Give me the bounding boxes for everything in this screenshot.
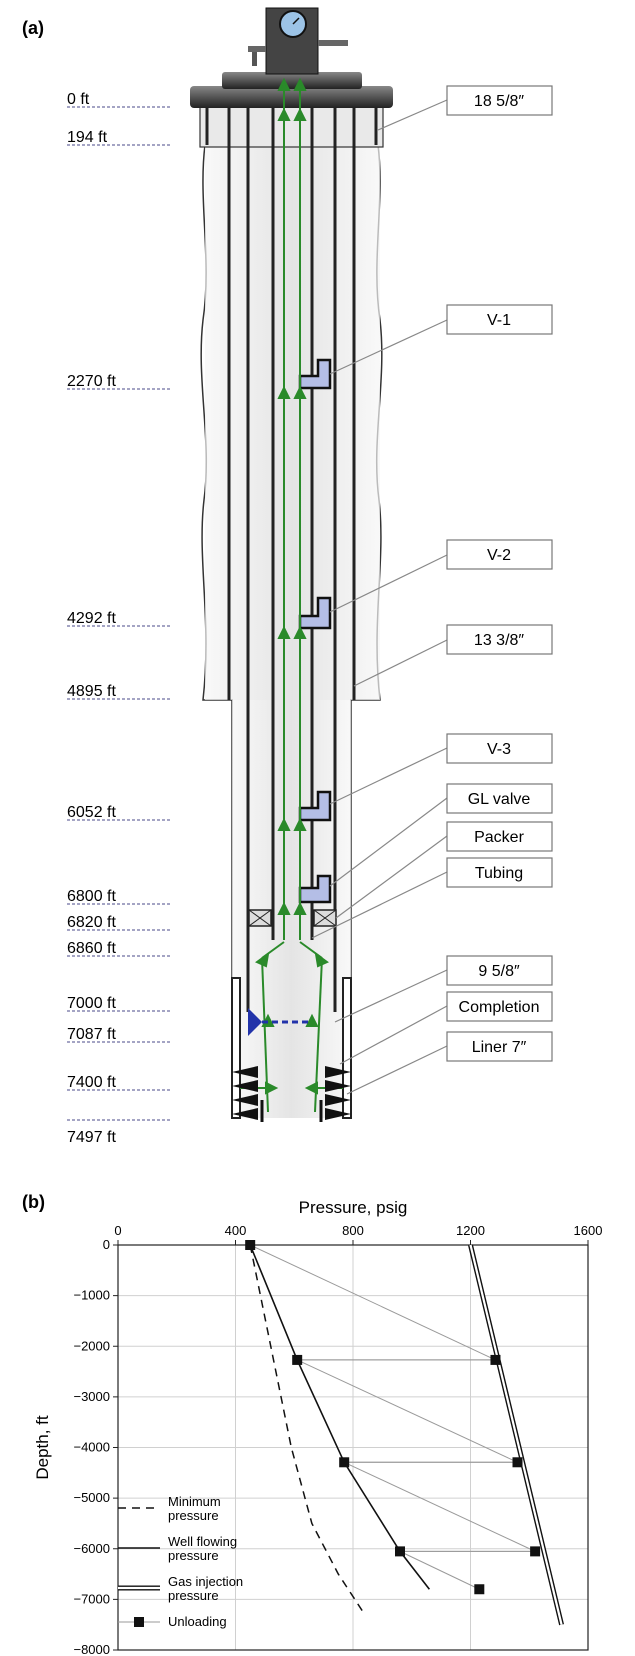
legend-label-cont: pressure <box>168 1548 219 1563</box>
depth-label: 6860 ft <box>67 940 116 957</box>
unloading-point <box>395 1546 405 1557</box>
callout-label: V-2 <box>487 547 511 564</box>
legend-label: Gas injection <box>168 1574 243 1589</box>
unloading-point <box>245 1240 256 1250</box>
callout-label: 13 3/8″ <box>474 632 524 649</box>
callout-label: Tubing <box>475 865 523 882</box>
callout-label: V-1 <box>487 312 511 329</box>
completion-marker <box>248 1008 262 1036</box>
unloading-point <box>339 1457 350 1468</box>
depth-label: 7087 ft <box>67 1026 116 1043</box>
unloading-point <box>292 1354 303 1365</box>
callout-labels: 18 5/8″ V-1 V-2 13 3/8″ V-3 GL valve Pac… <box>459 93 540 1056</box>
series-unloading-path <box>249 1244 536 1590</box>
callout-leaders <box>311 99 448 1095</box>
depth-label: 0 ft <box>67 91 90 108</box>
x-axis-title: Pressure, psig <box>299 1198 408 1217</box>
x-tick-label: 800 <box>342 1223 364 1238</box>
legend-label: Minimum <box>168 1494 221 1509</box>
depth-label: 7400 ft <box>67 1074 116 1091</box>
depth-label: 194 ft <box>67 129 108 146</box>
callout-label: V-3 <box>487 741 511 758</box>
legend-label-cont: pressure <box>168 1508 219 1523</box>
unloading-point <box>530 1546 541 1557</box>
conductor-casing <box>199 104 384 148</box>
legend-label: Well flowing <box>168 1534 237 1549</box>
callout-label: 9 5/8″ <box>478 963 520 980</box>
callout-label: Packer <box>474 829 524 846</box>
y-tick-label: −2000 <box>73 1338 110 1353</box>
y-tick-label: −8000 <box>73 1642 110 1656</box>
series-gas-injection-pressure-inner <box>469 1244 563 1625</box>
depth-label: 7000 ft <box>67 995 116 1012</box>
callout-label: Completion <box>459 999 540 1016</box>
panel-b-label: (b) <box>22 1192 45 1212</box>
wellhead-flange <box>190 86 393 108</box>
x-tick-label: 0 <box>114 1223 121 1238</box>
callout-label: GL valve <box>468 791 531 808</box>
callout-boxes <box>446 85 553 1062</box>
x-tick-label: 1200 <box>456 1223 485 1238</box>
legend-label: Unloading <box>168 1614 227 1629</box>
series-minimum-pressure <box>249 1244 366 1615</box>
y-tick-label: −6000 <box>73 1541 110 1556</box>
depth-label: 6800 ft <box>67 888 116 905</box>
callout-label: 18 5/8″ <box>474 93 524 110</box>
depth-label: 6820 ft <box>67 914 116 931</box>
callout-label: Liner 7″ <box>472 1039 527 1056</box>
depth-labels: 0 ft 194 ft 2270 ft 4292 ft 4895 ft 6052… <box>67 91 116 1146</box>
legend-swatch-unloading-marker <box>134 1617 144 1627</box>
series-well-flowing-pressure <box>249 1244 431 1590</box>
perforations-icon <box>232 1066 351 1120</box>
depth-label: 2270 ft <box>67 373 116 390</box>
depth-label: 7497 ft <box>67 1129 116 1146</box>
well-schematic <box>190 7 393 1122</box>
x-tick-label: 400 <box>225 1223 247 1238</box>
x-tick-label: 1600 <box>574 1223 603 1238</box>
unloading-point <box>490 1354 501 1365</box>
y-tick-label: −1000 <box>73 1288 110 1303</box>
y-tick-label: 0 <box>103 1237 110 1252</box>
depth-label: 6052 ft <box>67 804 116 821</box>
depth-label: 4895 ft <box>67 683 116 700</box>
panel-a-label: (a) <box>22 18 44 38</box>
y-tick-label: −7000 <box>73 1591 110 1606</box>
legend-label-cont: pressure <box>168 1588 219 1603</box>
unloading-point <box>512 1457 523 1468</box>
y-tick-label: −5000 <box>73 1490 110 1505</box>
depth-label: 4292 ft <box>67 610 116 627</box>
unloading-point <box>474 1584 485 1595</box>
packer <box>248 909 337 927</box>
gas-lift-valves <box>298 358 332 904</box>
y-tick-label: −4000 <box>73 1440 110 1455</box>
pressure-depth-chart: 0 400 800 1200 1600 0 −1000 −2000 −3000 −4000 −500… <box>33 1198 602 1656</box>
y-axis-title: Depth, ft <box>33 1415 52 1480</box>
y-tick-label: −3000 <box>73 1389 110 1404</box>
depth-guide-lines <box>67 106 172 1121</box>
